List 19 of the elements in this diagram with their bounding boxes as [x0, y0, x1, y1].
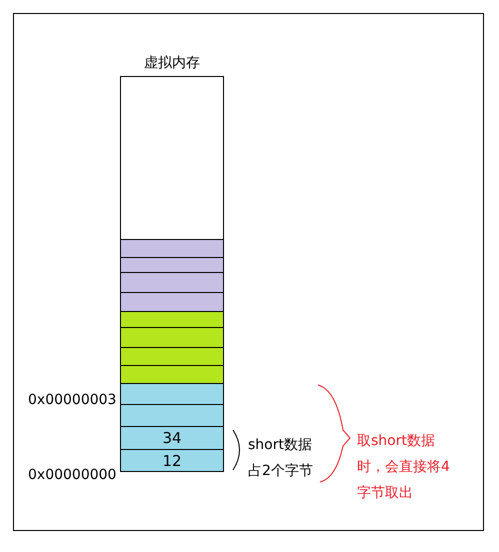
- column-heading: 虚拟内存: [143, 54, 201, 72]
- memory-cell: 12: [120, 450, 224, 472]
- memory-cell: [120, 312, 224, 328]
- memory-cell: [120, 328, 224, 348]
- memory-cell: [120, 273, 224, 293]
- memory-cell: [120, 76, 224, 240]
- address-label: 0x00000000: [28, 467, 118, 483]
- memory-cell: 34: [120, 427, 224, 450]
- memory-cell: [120, 366, 224, 384]
- address-label: 0x00000003: [28, 392, 118, 408]
- annotation-text: 取short数据时，会直接将4字节取出: [357, 432, 451, 503]
- memory-cell: [120, 258, 224, 273]
- annotation-text: short数据占2个字节: [248, 436, 314, 481]
- memory-cell: [120, 240, 224, 258]
- memory-cell: [120, 405, 224, 427]
- memory-cell: [120, 384, 224, 405]
- memory-column: [120, 54, 224, 472]
- memory-cell: [120, 293, 224, 312]
- memory-cell: [120, 348, 224, 366]
